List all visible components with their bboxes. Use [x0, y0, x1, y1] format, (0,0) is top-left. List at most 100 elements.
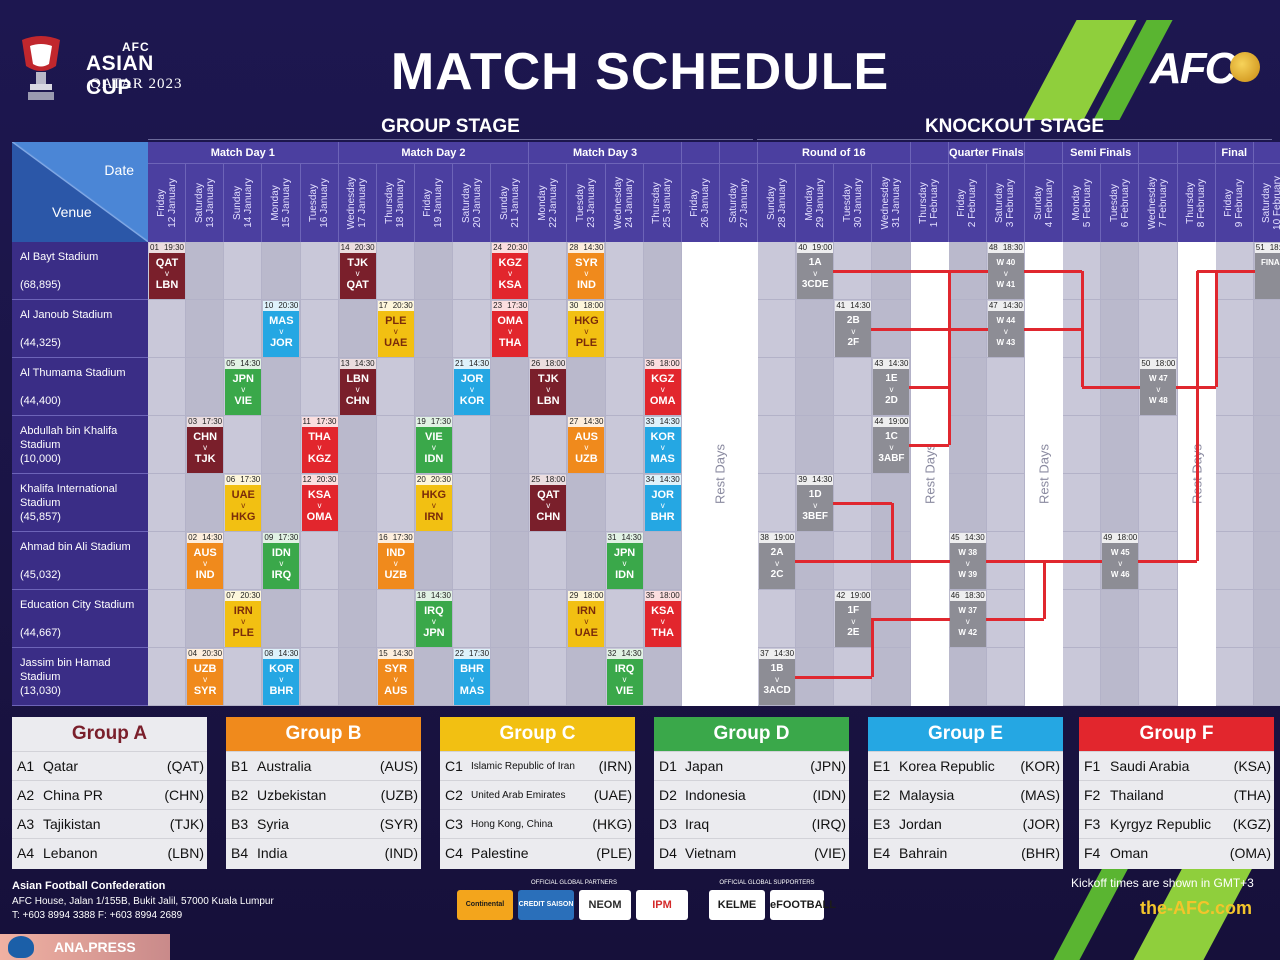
schedule-cell — [414, 648, 454, 706]
schedule-cell — [948, 648, 987, 706]
page-title: MATCH SCHEDULE — [390, 43, 890, 101]
schedule-cell — [1253, 358, 1280, 416]
schedule-cell — [491, 474, 530, 532]
schedule-cell — [529, 532, 568, 590]
venue-name: Al Janoub Stadium — [20, 309, 113, 321]
schedule-cell — [414, 532, 454, 590]
match-number: 50 — [1141, 359, 1151, 368]
team-code: D3 — [659, 816, 677, 832]
weekday: Tuesday — [308, 184, 320, 222]
kickoff-time: 18:30 — [964, 591, 985, 600]
team-home: UZB — [193, 663, 217, 675]
team-code: D1 — [659, 758, 677, 774]
team-away: W 43 — [996, 338, 1016, 347]
bracket-line — [853, 618, 911, 621]
versus-mark: v — [965, 559, 970, 568]
schedule-cell — [1215, 590, 1254, 648]
bracket-line — [967, 560, 1045, 563]
team-code: C1 — [445, 758, 463, 774]
schedule-cell — [376, 474, 415, 532]
kickoff-time: 18:00 — [1269, 243, 1280, 252]
match-number: 23 — [493, 301, 503, 310]
match-number: 35 — [645, 591, 655, 600]
kickoff-time: 17:30 — [392, 533, 413, 542]
date: 10 February — [1272, 176, 1280, 230]
team-abbr: (PLE) — [596, 845, 632, 861]
match-day-label: Round of 16 — [758, 142, 911, 164]
venue-capacity: (45,032) — [20, 569, 61, 581]
team-home: 1E — [885, 373, 898, 384]
team-home: KGZ — [498, 257, 522, 269]
decor-stripe — [1053, 860, 1133, 960]
venue-capacity: (44,400) — [20, 395, 61, 407]
schedule-cell — [1101, 300, 1140, 358]
team-away: IRN — [424, 511, 444, 523]
match-number: 25 — [531, 475, 541, 484]
schedule-cell — [1063, 474, 1102, 532]
team-away: W 48 — [1149, 396, 1168, 405]
schedule-cell — [605, 474, 644, 532]
site-url[interactable]: the-AFC.com — [1140, 898, 1252, 918]
team-home: W 47 — [1149, 374, 1168, 383]
schedule-cell — [148, 648, 187, 706]
kickoff-time: 14:30 — [850, 301, 871, 310]
match-day-label-blank — [1139, 142, 1178, 164]
